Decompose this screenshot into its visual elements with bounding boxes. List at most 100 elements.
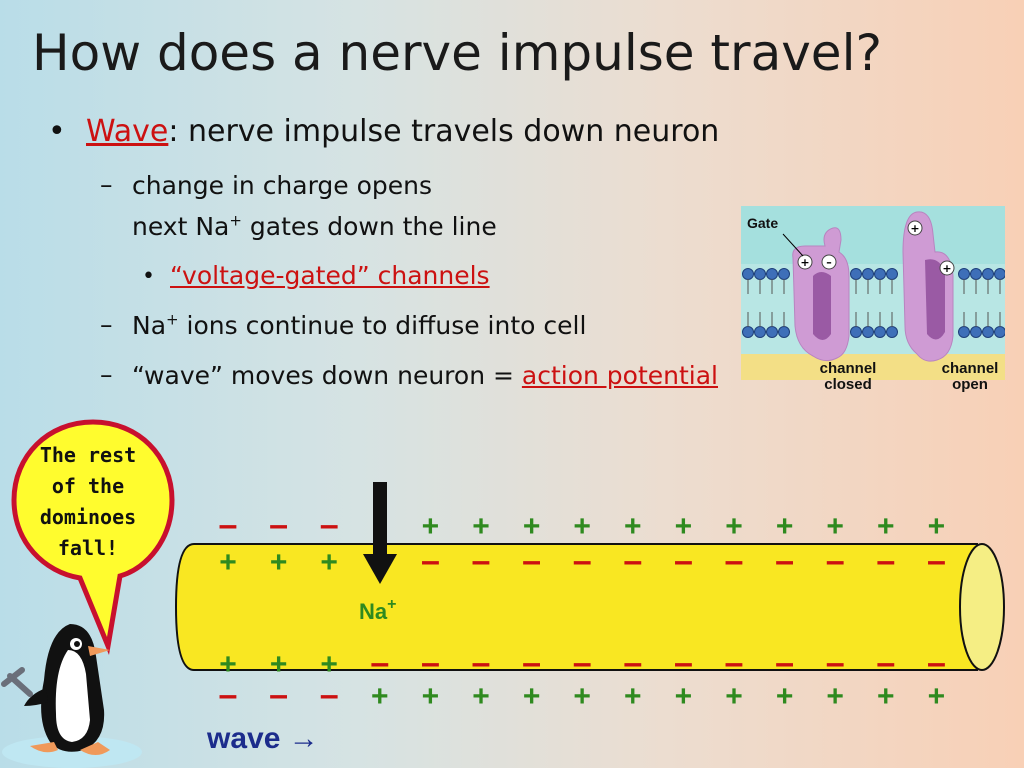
charge-inner-top: – [522, 542, 541, 580]
speech-bubble-text: The rest of the dominoes fall! [39, 443, 137, 560]
lipid-head [994, 268, 1005, 280]
charge-outer-bottom: – [320, 676, 339, 714]
membrane-charges: –––++++++++++++++–––––––––––+++–––––––––… [219, 506, 946, 714]
charge-outer-bottom: + [624, 680, 642, 713]
charge-inner-bottom: + [320, 648, 338, 681]
charge-outer-top: – [320, 506, 339, 544]
charge-outer-bottom: + [928, 680, 946, 713]
charge-inner-bottom: – [775, 644, 794, 682]
axon-diagram: –––++++++++++++++–––––––––––+++–––––––––… [174, 482, 1005, 714]
penguin-icon [1, 624, 142, 768]
sub-bullet-marker: – [100, 310, 113, 339]
charge-outer-top: + [523, 510, 541, 543]
charge-outer-top: – [219, 506, 238, 544]
charge-inner-bottom: – [573, 644, 592, 682]
charge-outer-top: + [776, 510, 794, 543]
lipid-head [886, 326, 898, 338]
sub-bullet-na-ions: Na+ ions continue to diffuse into cell [132, 310, 587, 340]
lipid-head [754, 268, 766, 280]
charge-outer-bottom: + [523, 680, 541, 713]
lipid-head [778, 268, 790, 280]
sub-bullet-charge-line1: change in charge opens [132, 171, 433, 200]
gate-plus-charge: + [800, 256, 809, 269]
charge-outer-top: + [675, 510, 693, 543]
lipid-head [742, 326, 754, 338]
lipid-head [994, 326, 1005, 338]
charge-outer-top: + [422, 510, 440, 543]
lipid-head [886, 268, 898, 280]
lipid-head [754, 326, 766, 338]
charge-outer-top: + [928, 510, 946, 543]
sub-sub-bullet-marker: • [142, 264, 155, 289]
sub-bullet-marker: – [100, 360, 113, 389]
wave-link[interactable]: Wave [86, 114, 169, 149]
lipid-head [874, 326, 886, 338]
gate-minus-charge: – [826, 256, 832, 269]
charge-outer-top: + [573, 510, 591, 543]
lipid-head [958, 326, 970, 338]
charge-inner-bottom: – [826, 644, 845, 682]
sub-bullet-wave-moves: “wave” moves down neuron = action potent… [132, 361, 718, 390]
sub-bullet-charge: change in charge opens next Na+ gates do… [132, 165, 497, 247]
lipid-head [982, 268, 994, 280]
charge-inner-top: – [421, 542, 440, 580]
charge-inner-bottom: + [270, 648, 288, 681]
sub-bullet-charge-line2: next Na+ gates down the line [132, 211, 497, 241]
lipid-head [862, 326, 874, 338]
lipid-head [742, 268, 754, 280]
charge-inner-top: – [674, 542, 693, 580]
charge-outer-top: + [624, 510, 642, 543]
lipid-head [850, 326, 862, 338]
membrane-lipids [742, 268, 1005, 338]
charge-outer-bottom: + [776, 680, 794, 713]
charge-inner-bottom: – [674, 644, 693, 682]
lipid-head [862, 268, 874, 280]
charge-inner-top: – [775, 542, 794, 580]
charge-inner-top: – [876, 542, 895, 580]
charge-outer-bottom: + [725, 680, 743, 713]
charge-outer-bottom: + [573, 680, 591, 713]
sub-bullet-marker: – [100, 170, 113, 199]
open-channel: + + [902, 211, 955, 362]
lipid-head [970, 326, 982, 338]
charge-outer-bottom: + [422, 680, 440, 713]
charge-inner-top: – [573, 542, 592, 580]
charge-inner-bottom: – [876, 644, 895, 682]
charge-inner-bottom: – [522, 644, 541, 682]
bullet-wave-text: Wave: nerve impulse travels down neuron [86, 114, 719, 149]
lipid-head [766, 326, 778, 338]
open-gate-plus-charge: + [910, 222, 919, 235]
charge-inner-bottom: – [725, 644, 744, 682]
charge-inner-bottom: – [421, 644, 440, 682]
charge-outer-bottom: + [877, 680, 895, 713]
charge-outer-top: + [472, 510, 490, 543]
charge-outer-bottom: + [826, 680, 844, 713]
lipid-head [982, 326, 994, 338]
charge-inner-bottom: – [927, 644, 946, 682]
charge-inner-top: – [826, 542, 845, 580]
ion-channel-illustration: + – Gate + + [741, 206, 1005, 380]
charge-outer-bottom: + [371, 680, 389, 713]
lipid-head [778, 326, 790, 338]
na-ion-label: Na+ [359, 596, 396, 624]
charge-outer-bottom: + [472, 680, 490, 713]
charge-outer-bottom: – [219, 676, 238, 714]
bullet-wave-rest: : nerve impulse travels down neuron [168, 114, 720, 149]
action-potential-link[interactable]: action potential [521, 361, 718, 390]
voltage-gated-link[interactable]: “voltage-gated” channels [170, 261, 490, 290]
charge-inner-top: – [623, 542, 642, 580]
charge-outer-bottom: + [675, 680, 693, 713]
charge-inner-top: + [219, 546, 237, 579]
lipid-head [766, 268, 778, 280]
charge-inner-top: – [725, 542, 744, 580]
charge-outer-top: + [725, 510, 743, 543]
open-gate-plus-charge-2: + [942, 262, 951, 275]
lipid-head [874, 268, 886, 280]
charge-inner-top: – [472, 542, 491, 580]
charge-inner-top: + [320, 546, 338, 579]
charge-inner-top: + [270, 546, 288, 579]
slide-title: How does a nerve impulse travel? [32, 24, 882, 82]
